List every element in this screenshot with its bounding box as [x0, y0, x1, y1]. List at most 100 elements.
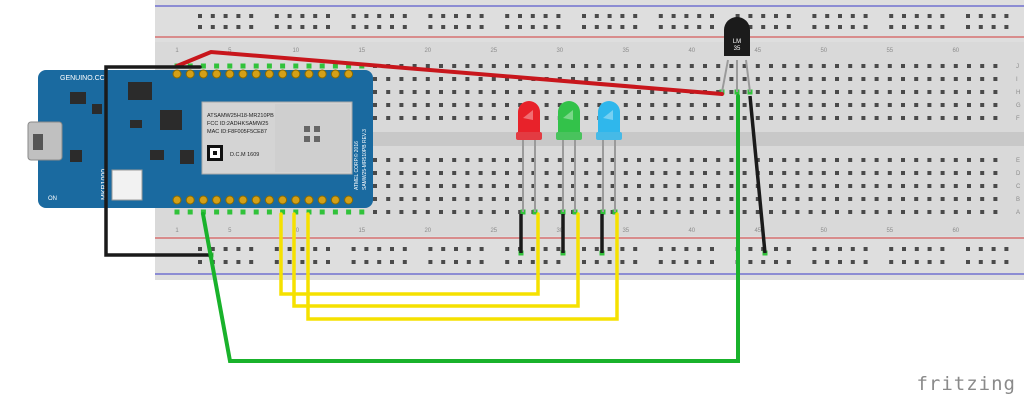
breadboard-hole	[399, 103, 404, 107]
connected-hole	[214, 209, 220, 215]
breadboard-hole	[927, 171, 932, 175]
breadboard-hole	[808, 103, 813, 107]
breadboard-hole	[861, 210, 866, 214]
rail-hole	[582, 25, 586, 29]
breadboard-hole	[650, 171, 655, 175]
breadboard-hole	[452, 197, 457, 201]
breadboard-hole	[835, 184, 839, 188]
pcb-chip	[180, 150, 194, 164]
rail-hole	[543, 25, 548, 29]
breadboard-hole	[835, 171, 839, 175]
rail-hole	[710, 247, 714, 251]
module-line-4: D.C.M 1609	[230, 152, 259, 158]
breadboard-hole	[676, 116, 681, 120]
breadboard-hole	[571, 90, 575, 94]
rail-hole	[402, 247, 407, 251]
pcb-chip	[160, 110, 182, 130]
breadboard-hole	[557, 64, 562, 68]
breadboard-hole	[386, 158, 391, 162]
breadboard-hole	[584, 158, 589, 162]
breadboard-hole	[914, 77, 919, 81]
breadboard-hole	[848, 171, 853, 175]
breadboard-hole	[491, 210, 496, 214]
breadboard-hole	[703, 171, 707, 175]
rail-hole	[236, 14, 241, 18]
breadboard-hole	[808, 171, 813, 175]
rail-hole	[697, 25, 702, 29]
breadboard-hole	[980, 116, 985, 120]
breadboard-hole	[874, 77, 879, 81]
row-label: B	[1016, 197, 1020, 203]
breadboard-hole	[478, 103, 483, 107]
breadboard-hole	[491, 116, 496, 120]
breadboard-hole	[953, 158, 958, 162]
breadboard-hole	[439, 64, 443, 68]
breadboard-hole	[887, 103, 892, 107]
breadboard-hole	[914, 171, 919, 175]
rail-hole	[889, 260, 894, 264]
breadboard-hole	[795, 184, 800, 188]
breadboard-hole	[689, 184, 694, 188]
breadboard-hole	[478, 77, 483, 81]
breadboard-hole	[491, 197, 496, 201]
breadboard-hole	[782, 116, 787, 120]
rail-hole	[326, 25, 330, 29]
rail-hole	[594, 25, 599, 29]
breadboard-hole	[848, 210, 853, 214]
rail-hole	[428, 260, 433, 264]
column-label: 55	[886, 228, 893, 234]
rail-hole	[812, 25, 817, 29]
breadboard-hole	[967, 90, 971, 94]
row-label: E	[1016, 158, 1020, 164]
column-label: 1	[175, 228, 179, 234]
rail-hole	[223, 247, 228, 251]
rail-hole	[902, 260, 906, 264]
breadboard-hole	[478, 184, 483, 188]
module-line-2: FCC ID:2ADHKSAMW25	[207, 121, 268, 127]
rail-hole	[1004, 25, 1009, 29]
breadboard-hole	[967, 158, 971, 162]
breadboard-hole	[584, 103, 589, 107]
breadboard-hole	[821, 210, 826, 214]
breadboard-hole	[544, 90, 549, 94]
breadboard-hole	[848, 158, 853, 162]
rail-hole	[774, 247, 778, 251]
breadboard-hole	[373, 103, 377, 107]
breadboard-hole	[531, 90, 536, 94]
module-dot	[304, 126, 310, 132]
breadboard-hole	[531, 171, 536, 175]
breadboard-hole	[848, 116, 853, 120]
breadboard-hole	[980, 197, 985, 201]
breadboard-hole	[491, 103, 496, 107]
rail-hole	[313, 247, 318, 251]
module-shield	[275, 104, 350, 172]
breadboard-hole	[491, 171, 496, 175]
breadboard-hole	[927, 210, 932, 214]
breadboard-hole	[703, 64, 707, 68]
breadboard-hole	[755, 90, 760, 94]
breadboard-hole	[729, 210, 734, 214]
header-pin	[172, 195, 182, 205]
rail-hole	[351, 25, 356, 29]
breadboard-hole	[835, 116, 839, 120]
bottom-power-rail	[155, 236, 1024, 280]
yellow-wire-red-led	[279, 212, 540, 296]
breadboard-hole	[940, 197, 945, 201]
breadboard-hole	[452, 77, 457, 81]
rail-hole	[479, 247, 484, 251]
breadboard-hole	[465, 90, 470, 94]
breadboard-hole	[439, 158, 443, 162]
breadboard-hole	[491, 77, 496, 81]
breadboard-hole	[861, 103, 866, 107]
rail-hole	[518, 14, 522, 18]
breadboard-hole	[452, 116, 457, 120]
breadboard-hole	[584, 116, 589, 120]
breadboard-hole	[980, 184, 985, 188]
breadboard-hole	[901, 158, 905, 162]
breadboard-hole	[729, 103, 734, 107]
rail-hole	[978, 260, 983, 264]
breadboard-hole	[914, 158, 919, 162]
connected-hole	[253, 63, 259, 69]
